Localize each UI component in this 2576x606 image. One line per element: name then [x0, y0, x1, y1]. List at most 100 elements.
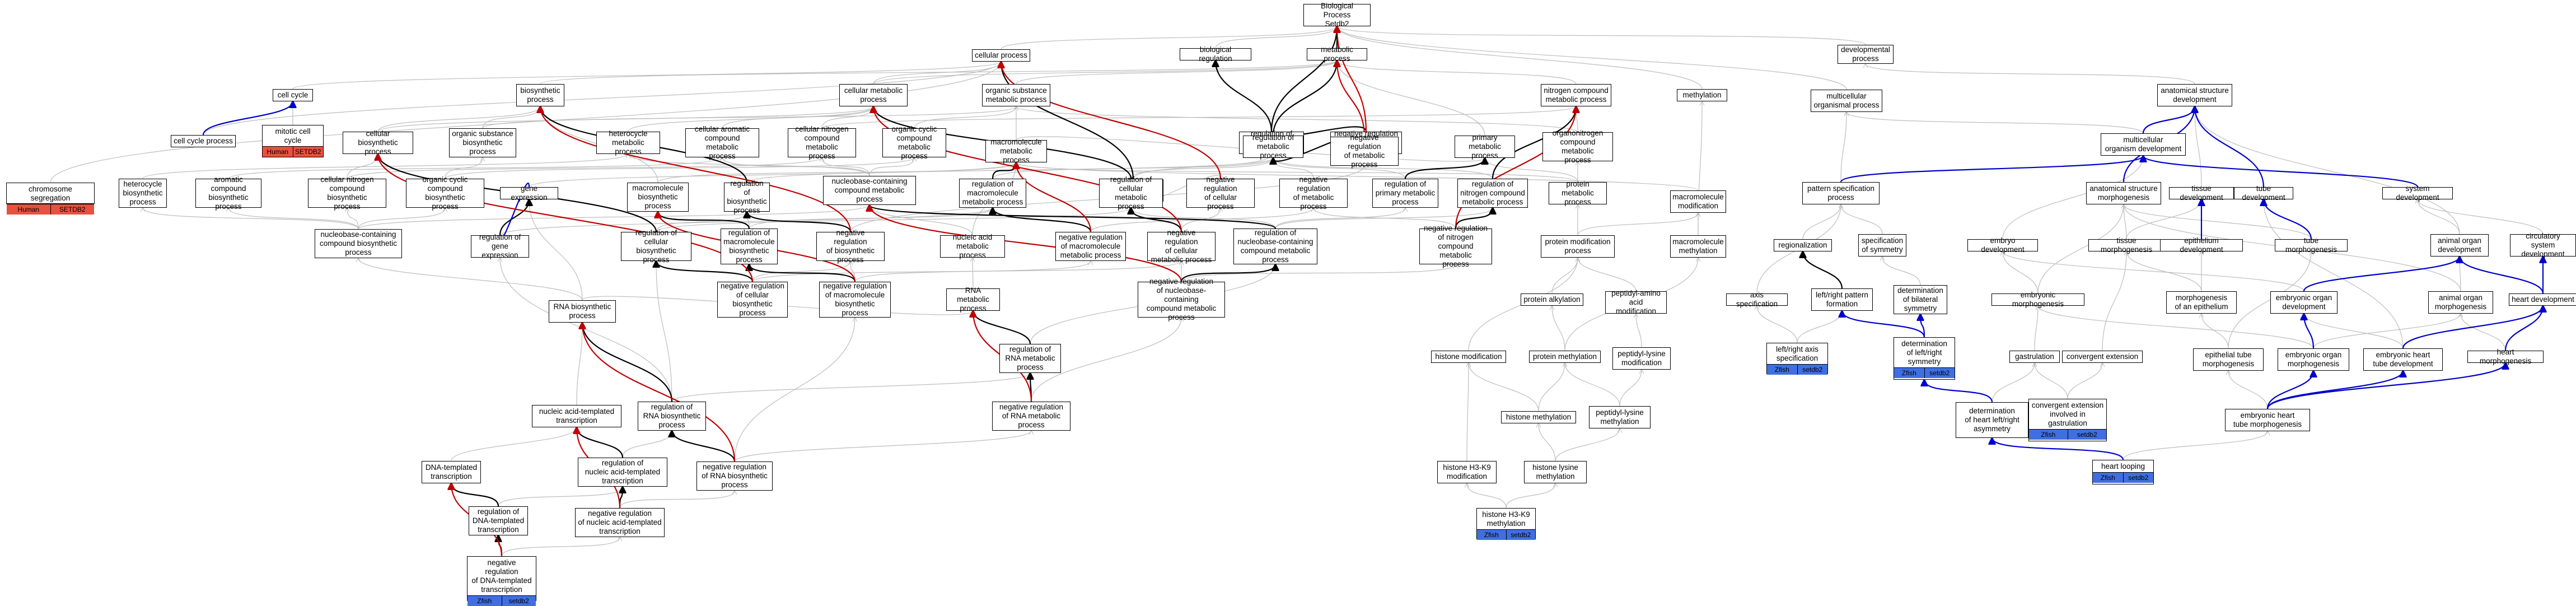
go-term-rna-biosyn[interactable]: RNA biosynthetic process — [549, 300, 616, 323]
go-term-cell-arom-met[interactable]: cellular aromatic compound metabolic pro… — [685, 125, 759, 160]
go-term-nucleobase-biosyn[interactable]: nucleobase-containing compound biosynthe… — [315, 229, 402, 258]
go-term-macromol-biosyn[interactable]: macromolecule biosynthetic process — [627, 183, 689, 212]
go-term-tissue-dev[interactable]: tissue development — [2169, 184, 2234, 202]
go-term-macromol-methyl[interactable]: macromolecule methylation — [1670, 235, 1726, 258]
go-term-biol-reg[interactable]: biological regulation — [1180, 45, 1251, 63]
go-term-primary-met[interactable]: primary metabolic process — [1455, 133, 1515, 160]
go-term-reg-met[interactable]: regulation of metabolic process — [1243, 133, 1303, 160]
go-term-org-cyclic-biosyn[interactable]: organic cyclic compound biosynthetic pro… — [406, 175, 484, 211]
go-term-org-sub-met[interactable]: organic substance metabolic process — [982, 84, 1050, 106]
go-term-det-bilat-sym[interactable]: determination of bilateral symmetry — [1894, 285, 1947, 314]
go-term-nitro-met[interactable]: nitrogen compound metabolic process — [1541, 84, 1611, 106]
go-term-protein-met[interactable]: protein metabolic process — [1549, 180, 1607, 206]
go-term-cell-met[interactable]: cellular metabolic process — [839, 84, 908, 106]
go-term-reg-primary-met[interactable]: regulation of primary metabolic process — [1372, 179, 1438, 208]
go-term-anat-struct-morph[interactable]: anatomical structure morphogenesis — [2086, 182, 2161, 204]
go-term-system-dev[interactable]: system development — [2382, 184, 2453, 202]
go-term-det-heart-lr[interactable]: determination of heart left/right asymme… — [1956, 402, 2028, 438]
go-term-reg-rna-biosyn[interactable]: regulation of RNA biosynthetic process — [638, 402, 706, 431]
go-term-cell-cycle[interactable]: cell cycle — [273, 89, 313, 101]
go-term-heart-dev[interactable]: heart development — [2509, 293, 2576, 306]
go-term-embryonic-organ-dev[interactable]: embryonic organ development — [2270, 291, 2337, 314]
go-term-neg-reg-rna-biosyn[interactable]: negative regulation of RNA biosynthetic … — [696, 462, 773, 491]
go-term-neg-reg-macromol-met[interactable]: negative regulation of macromolecule met… — [1055, 232, 1126, 261]
go-term-reg-nucl-transcr[interactable]: regulation of nucleic acid-templated tra… — [578, 458, 667, 487]
go-term-reg-cell-biosyn[interactable]: regulation of cellular biosynthetic proc… — [621, 229, 691, 264]
go-term-neg-reg-biosyn[interactable]: negative regulation of biosynthetic proc… — [816, 229, 885, 264]
go-term-conv-ext-gastr[interactable]: convergent extension involved in gastrul… — [2028, 399, 2107, 441]
go-term-embryonic-heart-tube-dev[interactable]: embryonic heart tube development — [2363, 348, 2443, 371]
go-term-org-sub-biosyn[interactable]: organic substance biosynthetic process — [449, 128, 516, 157]
go-term-tube-dev[interactable]: tube development — [2234, 184, 2293, 202]
go-term-reg-nitro-met[interactable]: regulation of nitrogen compound metaboli… — [1457, 179, 1528, 208]
go-term-neg-reg-dna-transcr[interactable]: negative regulation of DNA-templated tra… — [467, 556, 536, 606]
go-term-reg-macromol-met[interactable]: regulation of macromolecule metabolic pr… — [959, 179, 1026, 208]
go-term-met-proc[interactable]: metabolic process — [1307, 45, 1367, 63]
go-term-convergent-ext[interactable]: convergent extension — [2062, 351, 2143, 363]
go-term-methylation[interactable]: methylation — [1677, 89, 1727, 101]
go-term-neg-reg-nucleobase-met[interactable]: negative regulation of nucleobase-contai… — [1138, 277, 1225, 321]
go-term-peptidyl-lys-mod[interactable]: peptidyl-lysine modification — [1612, 347, 1671, 370]
go-term-multicell-org[interactable]: multicellular organismal process — [1811, 90, 1882, 112]
go-term-peptidyl-lys-methyl[interactable]: peptidyl-lysine methylation — [1589, 406, 1651, 428]
go-term-reg-macromol-biosyn[interactable]: regulation of macromolecule biosynthetic… — [721, 229, 778, 264]
go-term-bp[interactable]: Biological Process Setdb2 — [1303, 2, 1371, 28]
go-term-regionalization[interactable]: regionalization — [1774, 239, 1832, 251]
go-term-emb-heart-tube-morph[interactable]: embryonic heart tube morphogenesis — [2225, 409, 2310, 431]
go-term-circ-sys-dev[interactable]: circulatory system development — [2510, 232, 2576, 258]
go-term-neg-reg-nucl-transcr[interactable]: negative regulation of nucleic acid-temp… — [575, 508, 665, 537]
go-term-neg-reg-cell-biosyn[interactable]: negative regulation of cellular biosynth… — [717, 282, 788, 318]
go-term-anat-struct-dev[interactable]: anatomical structure development — [2157, 84, 2232, 106]
go-term-lr-pattern[interactable]: left/right pattern formation — [1811, 288, 1873, 311]
go-term-macromol-mod[interactable]: macromolecule modification — [1670, 190, 1726, 213]
go-term-reg-gene-expr[interactable]: regulation of gene expression — [471, 233, 529, 259]
go-term-embryonic-morph[interactable]: embryonic morphogenesis — [1991, 291, 2084, 308]
go-term-gene-expr[interactable]: gene expression — [500, 184, 558, 202]
go-term-cell-nitro-biosyn[interactable]: cellular nitrogen compound biosynthetic … — [308, 175, 386, 211]
go-term-tissue-morph[interactable]: tissue morphogenesis — [2088, 236, 2164, 254]
go-term-cell-biosyn[interactable]: cellular biosynthetic process — [343, 129, 413, 156]
go-term-macromol-met[interactable]: macromolecule metabolic process — [985, 138, 1047, 164]
go-term-epith-dev[interactable]: epithelium development — [2160, 236, 2243, 254]
go-term-reg-nucleobase-met[interactable]: regulation of nucleobase-containing comp… — [1233, 229, 1317, 264]
go-term-neg-reg-cell-met[interactable]: negative regulation of cellular metaboli… — [1147, 229, 1215, 264]
go-term-epith-tube-morph[interactable]: epithelial tube morphogenesis — [2193, 348, 2264, 371]
go-term-neg-reg-rna-met[interactable]: negative regulation of RNA metabolic pro… — [992, 402, 1070, 431]
go-term-protein-methyl[interactable]: protein methylation — [1529, 351, 1601, 363]
go-term-histone-methyl[interactable]: histone methylation — [1501, 411, 1576, 423]
go-term-nucl-acid-transcr[interactable]: nucleic acid-templated transcription — [532, 405, 621, 427]
go-term-neg-reg-macromol-biosyn[interactable]: negative regulation of macromolecule bio… — [819, 282, 891, 318]
go-term-embryonic-organ-morph[interactable]: embryonic organ morphogenesis — [2278, 348, 2349, 371]
go-term-axis-spec[interactable]: axis specification — [1726, 291, 1788, 308]
go-term-biosyn[interactable]: biosynthetic process — [516, 84, 564, 106]
go-term-neg-reg-cell-proc[interactable]: negative regulation of cellular process — [1186, 175, 1255, 211]
go-term-embryo-dev[interactable]: embryo development — [1967, 236, 2038, 254]
go-term-dev-proc[interactable]: developmental process — [1838, 45, 1894, 64]
go-term-reg-rna-met[interactable]: regulation of RNA metabolic process — [999, 344, 1061, 373]
go-term-neg-reg-met[interactable]: negative regulation of metabolic process — [1330, 133, 1399, 169]
go-term-heterocycle-met[interactable]: heterocycle metabolic process — [596, 129, 660, 156]
go-term-animal-organ-morph[interactable]: animal organ morphogenesis — [2428, 291, 2493, 314]
go-term-histone-lys-methyl[interactable]: histone lysine methylation — [1524, 461, 1587, 483]
go-term-h3k9-mod[interactable]: histone H3-K9 modification — [1437, 461, 1497, 483]
go-term-reg-cell-met[interactable]: regulation of cellular metabolic process — [1099, 175, 1163, 211]
go-term-reg-dna-transcr[interactable]: regulation of DNA-templated transcriptio… — [469, 506, 528, 535]
go-term-gastrulation[interactable]: gastrulation — [2009, 351, 2060, 363]
go-term-arom-biosyn[interactable]: aromatic compound biosynthetic process — [195, 175, 261, 211]
go-term-cell-nitro-met[interactable]: cellular nitrogen compound metabolic pro… — [788, 125, 856, 160]
go-term-reg-biosyn[interactable]: regulation of biosynthetic process — [724, 179, 770, 215]
go-term-neg-reg-nitro-met[interactable]: negative regulation of nitrogen compound… — [1419, 224, 1492, 268]
go-term-nucleobase-met[interactable]: nucleobase-containing compound metabolic… — [823, 176, 916, 205]
go-term-morph-epith[interactable]: morphogenesis of an epithelium — [2166, 291, 2237, 314]
go-term-cc-proc[interactable]: cell cycle process — [171, 135, 236, 147]
go-term-cell-proc[interactable]: cellular process — [972, 49, 1030, 62]
go-term-rna-met[interactable]: RNA metabolic process — [946, 286, 1000, 313]
go-term-animal-organ-dev[interactable]: animal organ development — [2430, 234, 2489, 257]
go-term-protein-mod[interactable]: protein modification process — [1541, 235, 1615, 258]
